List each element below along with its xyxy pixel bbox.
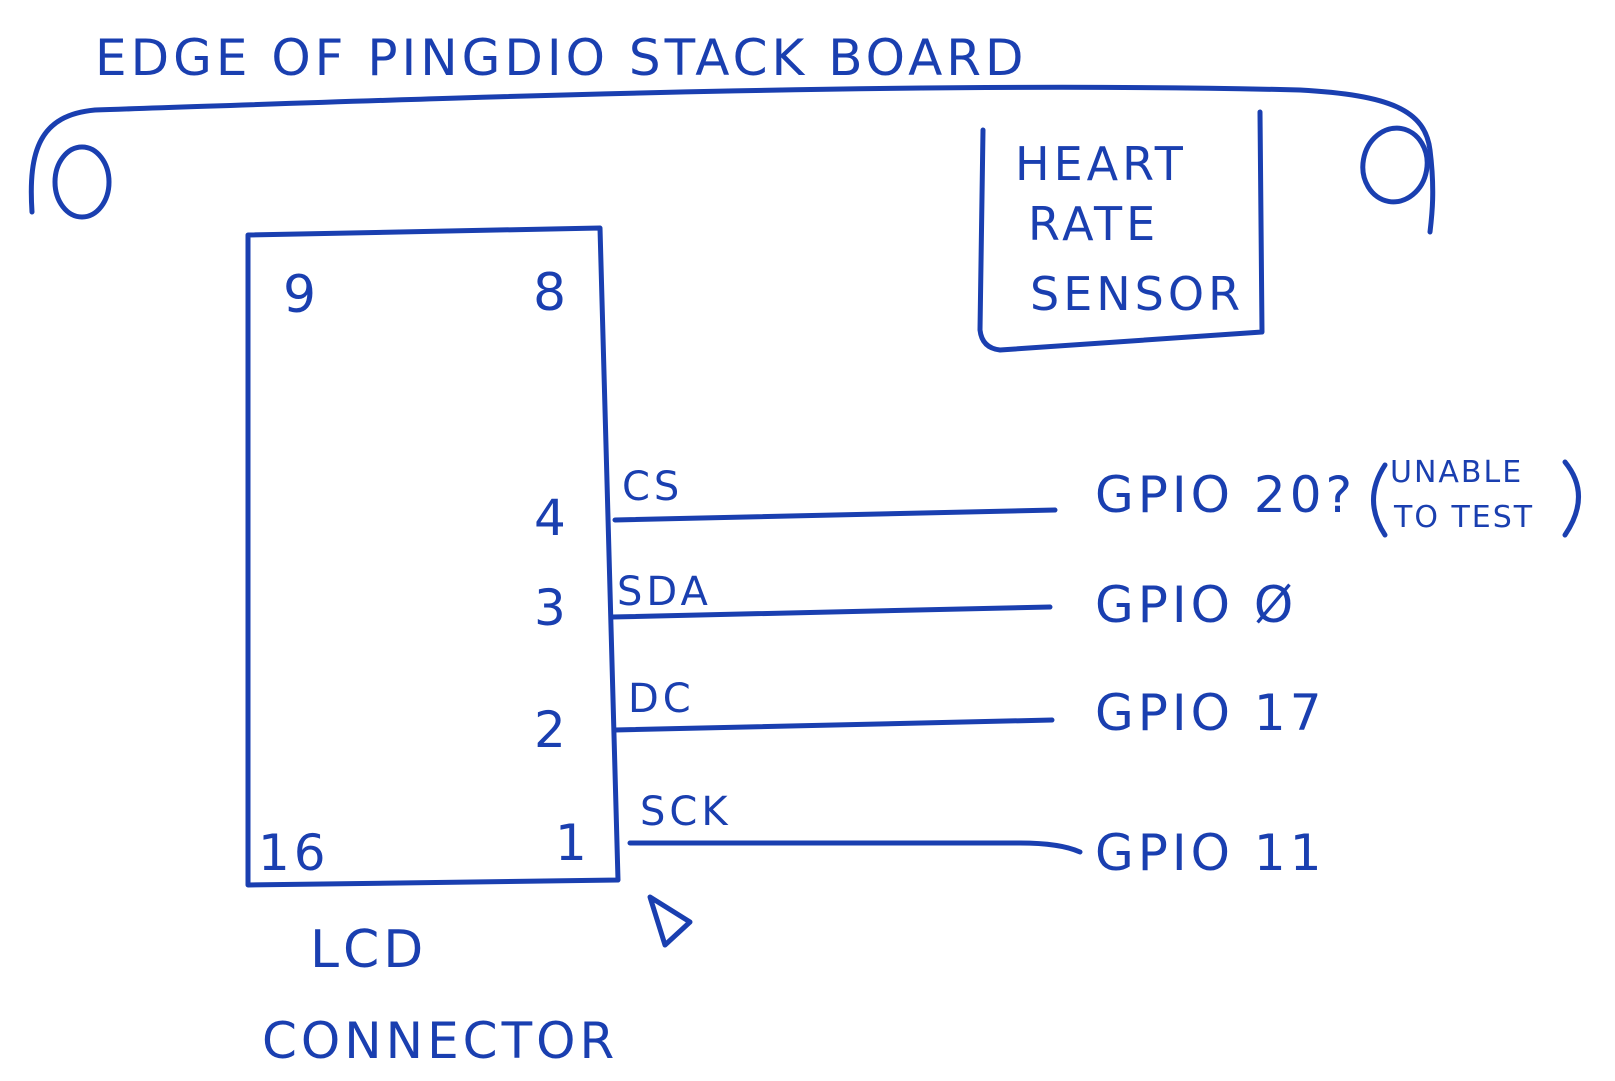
connection-signal-label: CS: [622, 464, 683, 510]
connection-pin-number: 3: [534, 579, 570, 637]
connector-label-line2: CONNECTOR: [262, 1012, 618, 1070]
connection-wire: [627, 840, 1083, 855]
connection-wire: [612, 507, 1058, 523]
connector-pin-9: 9: [283, 265, 320, 325]
board-edge-outline: [28, 84, 1436, 235]
connection-gpio-label: GPIO 17: [1095, 684, 1326, 742]
connection-gpio-label: GPIO 11: [1095, 824, 1326, 882]
connection-dc: 2 DC GPIO 17: [534, 676, 1326, 759]
connector-pin-8: 8: [533, 263, 570, 323]
untested-note: UNABLE TO TEST: [1371, 455, 1581, 538]
connection-sda: 3 SDA GPIO Ø: [534, 569, 1297, 637]
connector-pin-16: 16: [258, 824, 330, 882]
connection-gpio-label: GPIO 20?: [1095, 466, 1356, 524]
board-edge-title: EDGE OF PINGDIO STACK BOARD: [95, 29, 1028, 87]
heart-rate-sensor-label-line1: HEART: [1015, 137, 1187, 191]
connection-signal-label: SCK: [640, 789, 732, 835]
note-line1: UNABLE: [1390, 455, 1523, 490]
connection-gpio-label: GPIO Ø: [1095, 576, 1297, 634]
note-close-paren: [1562, 459, 1581, 538]
connection-pin-number: 1: [555, 814, 591, 872]
heart-rate-sensor-box: [977, 109, 1265, 353]
connection-pin-number: 4: [534, 489, 570, 547]
heart-rate-sensor-label-line2: RATE: [1028, 197, 1159, 251]
connector-label-line1: LCD: [310, 920, 427, 980]
connection-pin-number: 2: [534, 701, 570, 759]
pin1-indicator-triangle-icon: [647, 894, 693, 948]
lcd-connector-outline: [245, 225, 621, 888]
connection-wire: [609, 604, 1053, 620]
connection-wire: [612, 717, 1055, 733]
mounting-hole-left-icon: [52, 144, 112, 220]
mounting-hole-right-icon: [1360, 125, 1430, 205]
connection-signal-label: SDA: [617, 569, 712, 615]
heart-rate-sensor-label-line3: SENSOR: [1030, 267, 1244, 321]
note-line2: TO TEST: [1393, 500, 1534, 535]
connection-sck: 1 SCK GPIO 11: [555, 789, 1326, 882]
connection-signal-label: DC: [628, 676, 695, 722]
note-open-paren: [1371, 462, 1388, 538]
connection-cs: 4 CS GPIO 20?: [534, 464, 1356, 547]
